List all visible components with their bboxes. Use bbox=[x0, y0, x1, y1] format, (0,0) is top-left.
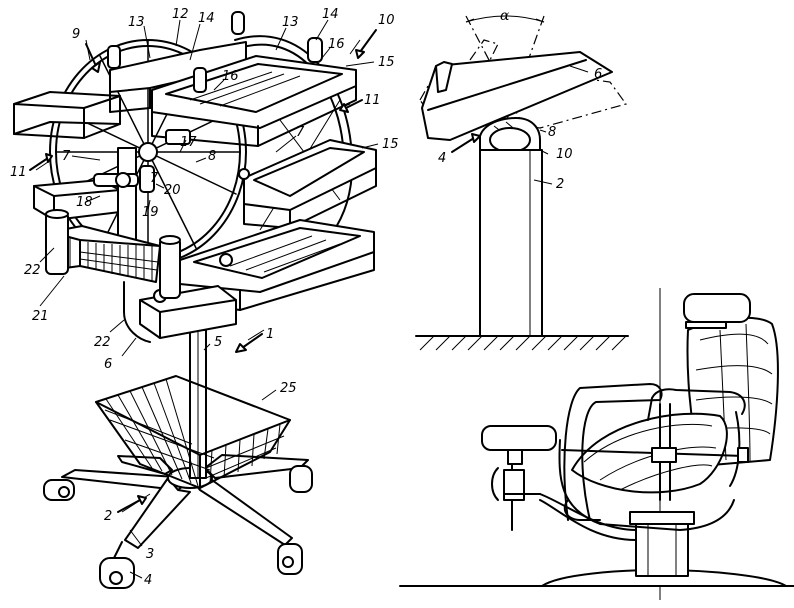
tilt-leader-lines bbox=[533, 65, 589, 185]
ball-joint-8-10 bbox=[479, 117, 541, 153]
ref-19: 19 bbox=[142, 205, 159, 220]
ref-21: 21 bbox=[32, 309, 49, 324]
ref-10: 10 bbox=[378, 13, 395, 28]
ref-22-b: 22 bbox=[94, 335, 111, 350]
ref-9: 9 bbox=[72, 27, 80, 42]
floor-hatching bbox=[415, 335, 629, 351]
ref-11-a: 11 bbox=[364, 93, 381, 108]
star-base bbox=[61, 454, 309, 549]
ref-2: 2 bbox=[104, 509, 112, 524]
ref-12: 12 bbox=[172, 7, 189, 22]
chair-figure bbox=[399, 288, 794, 600]
ref-22-a: 22 bbox=[24, 263, 41, 278]
lower-wire-basket bbox=[95, 375, 291, 489]
ref-4: 4 bbox=[144, 573, 152, 588]
ref-3: 3 bbox=[146, 547, 154, 562]
caster-wheels bbox=[43, 465, 313, 589]
instrument-basket-21 bbox=[45, 209, 181, 343]
chair-armrests bbox=[561, 383, 749, 521]
ref-20: 20 bbox=[164, 183, 181, 198]
ref-14-a: 14 bbox=[198, 11, 215, 26]
angle-alpha-label: α bbox=[500, 8, 510, 24]
chair-side-table bbox=[481, 425, 557, 531]
ref-7-a: 7 bbox=[62, 149, 71, 164]
ref-25: 25 bbox=[280, 381, 297, 396]
ref-14-b: 14 bbox=[322, 7, 339, 22]
ref-8: 8 bbox=[208, 149, 216, 164]
ref-7-c: 7 bbox=[150, 171, 159, 186]
ref-17: 17 bbox=[180, 135, 197, 150]
chair-support-frame bbox=[539, 439, 735, 541]
ref-16-b: 16 bbox=[222, 69, 239, 84]
post-2 bbox=[479, 149, 543, 337]
tilt-ref-6: 6 bbox=[594, 67, 602, 82]
tilt-ref-4: 4 bbox=[438, 151, 446, 166]
ref-7-b: 7 bbox=[296, 125, 305, 140]
ref-18: 18 bbox=[76, 195, 93, 210]
tray-middle-right-15 bbox=[243, 139, 377, 229]
ref-6: 6 bbox=[104, 357, 112, 372]
tray-upper-left bbox=[13, 91, 121, 139]
tilt-ref-2: 2 bbox=[556, 177, 564, 192]
ref-15-b: 15 bbox=[382, 137, 399, 152]
cart-reference-labels: 9 13 12 14 13 14 10 16 16 15 11 7 17 7 8… bbox=[10, 7, 399, 588]
ref-11-b: 11 bbox=[10, 165, 27, 180]
cart-leader-lines bbox=[35, 19, 379, 579]
ref-5: 5 bbox=[214, 335, 222, 350]
ref-15-a: 15 bbox=[378, 55, 395, 70]
tilt-ref-8: 8 bbox=[548, 125, 556, 140]
support-column bbox=[189, 329, 207, 479]
ref-13-b: 13 bbox=[282, 15, 299, 30]
hub-brackets bbox=[93, 11, 323, 303]
tilting-tray-6 bbox=[421, 51, 613, 141]
tilt-ref-10: 10 bbox=[556, 147, 573, 162]
ref-13-a: 13 bbox=[128, 15, 145, 30]
ref-16-a: 16 bbox=[328, 37, 345, 52]
tilt-detail-figure: α 6 8 4 10 2 bbox=[415, 8, 629, 351]
ref-1: 1 bbox=[266, 327, 274, 342]
instrument-cart-figure: 9 13 12 14 13 14 10 16 16 15 11 7 17 7 8… bbox=[10, 7, 399, 589]
cart-arrows bbox=[29, 29, 377, 513]
